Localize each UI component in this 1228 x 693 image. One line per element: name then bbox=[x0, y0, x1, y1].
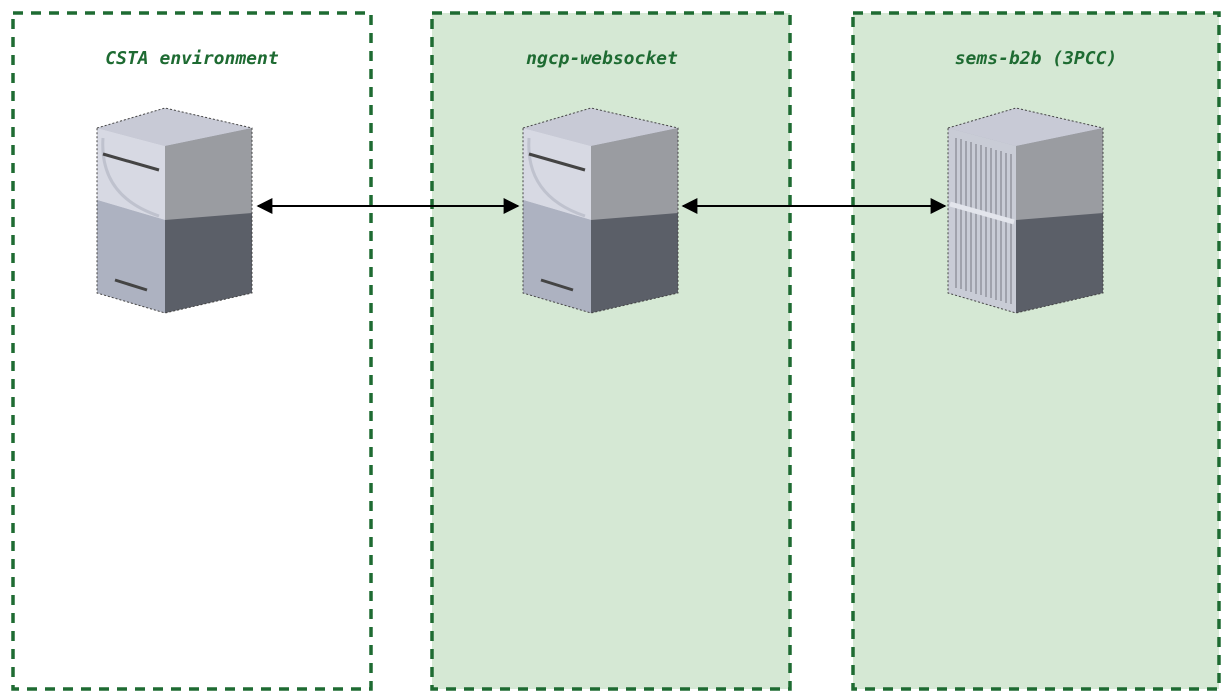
zone-csta-environment-box bbox=[11, 11, 373, 691]
zone-csta-environment: CSTA environment bbox=[11, 11, 373, 691]
zone-title-ngcp-websocket: ngcp-websocket bbox=[526, 48, 678, 69]
zone-title-sems-b2b: sems-b2b (3PCC) bbox=[955, 48, 1118, 69]
server-rack-icon bbox=[948, 108, 1103, 313]
server-tower-icon bbox=[95, 106, 254, 315]
zone-title-csta-environment: CSTA environment bbox=[105, 48, 279, 69]
server-tower-icon bbox=[521, 106, 680, 315]
